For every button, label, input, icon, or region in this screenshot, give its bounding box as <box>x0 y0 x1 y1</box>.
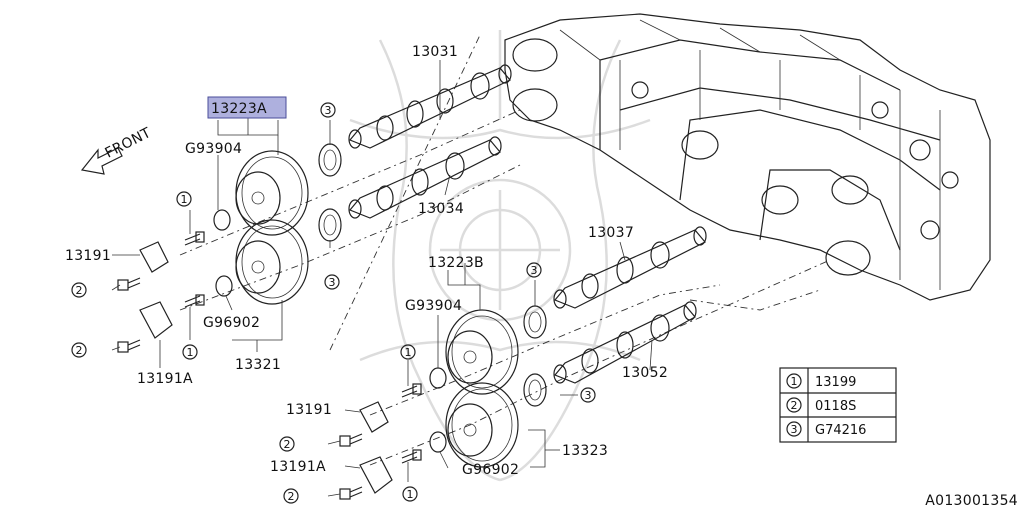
callout-1-d[interactable]: 1 <box>402 486 418 502</box>
legend-row-3: 3 G74216 <box>786 421 866 438</box>
svg-text:1: 1 <box>181 193 188 206</box>
svg-text:2: 2 <box>76 344 83 357</box>
legend-num-2: 2 <box>791 399 798 412</box>
callout-2-a[interactable]: 2 <box>71 282 87 298</box>
svg-text:1: 1 <box>407 488 414 501</box>
part-label-13323[interactable]: 13323 <box>562 443 608 459</box>
watermark-emblem <box>349 30 651 482</box>
part-label-13223b[interactable]: 13223B <box>428 255 484 271</box>
camshafts <box>348 64 707 384</box>
legend-part-2[interactable]: 0118S <box>815 399 856 414</box>
covers-and-bolts <box>117 231 422 500</box>
highlighted-part-box[interactable] <box>207 96 287 119</box>
svg-text:2: 2 <box>284 438 291 451</box>
svg-text:2: 2 <box>76 284 83 297</box>
cylinder-head-illustration <box>504 13 991 301</box>
callout-1-a[interactable]: 1 <box>176 191 192 207</box>
svg-text:3: 3 <box>325 104 332 117</box>
leader-lines <box>111 60 653 497</box>
front-arrow-icon <box>80 147 123 175</box>
legend-row-2: 2 0118S <box>786 397 856 414</box>
callout-1-b[interactable]: 1 <box>182 344 198 360</box>
legend-table: 1 13199 2 0118S 3 G74216 <box>779 367 897 443</box>
legend-part-1[interactable]: 13199 <box>815 375 856 390</box>
part-label-g93904-left[interactable]: G93904 <box>185 141 242 157</box>
o-rings <box>213 209 447 453</box>
part-label-13191-right[interactable]: 13191 <box>286 402 332 418</box>
callout-3-b[interactable]: 3 <box>324 274 340 290</box>
cam-sprockets <box>235 150 519 468</box>
svg-text:3: 3 <box>329 276 336 289</box>
part-label-13223a[interactable]: 13223A <box>211 101 267 117</box>
svg-text:3: 3 <box>585 389 592 402</box>
part-label-13037[interactable]: 13037 <box>588 225 634 241</box>
svg-text:1: 1 <box>187 346 194 359</box>
legend-num-3: 3 <box>791 423 798 436</box>
callout-2-b[interactable]: 2 <box>71 342 87 358</box>
part-label-g96902-right[interactable]: G96902 <box>462 462 519 478</box>
legend-part-3[interactable]: G74216 <box>815 423 866 438</box>
part-label-13031[interactable]: 13031 <box>412 44 458 60</box>
callout-3-c[interactable]: 3 <box>526 262 542 278</box>
catalog-code: A013001354 <box>925 493 1018 509</box>
part-label-13052[interactable]: 13052 <box>622 365 668 381</box>
legend-num-1: 1 <box>791 375 798 388</box>
part-label-g96902-left[interactable]: G96902 <box>203 315 260 331</box>
front-label: FRONT <box>103 125 154 162</box>
svg-text:3: 3 <box>531 264 538 277</box>
svg-text:2: 2 <box>288 490 295 503</box>
part-label-13321[interactable]: 13321 <box>235 357 281 373</box>
callout-1-c[interactable]: 1 <box>400 344 416 360</box>
callout-3-a[interactable]: 3 <box>320 102 336 118</box>
callout-3-d[interactable]: 3 <box>580 387 596 403</box>
part-label-13191a-right[interactable]: 13191A <box>270 459 326 475</box>
callout-2-d[interactable]: 2 <box>283 488 299 504</box>
part-label-13191a-left[interactable]: 13191A <box>137 371 193 387</box>
callout-2-c[interactable]: 2 <box>279 436 295 452</box>
part-label-13191-left[interactable]: 13191 <box>65 248 111 264</box>
svg-text:1: 1 <box>405 346 412 359</box>
part-label-g93904-right[interactable]: G93904 <box>405 298 462 314</box>
legend-row-1: 1 13199 <box>786 373 856 390</box>
part-label-13034[interactable]: 13034 <box>418 201 464 217</box>
